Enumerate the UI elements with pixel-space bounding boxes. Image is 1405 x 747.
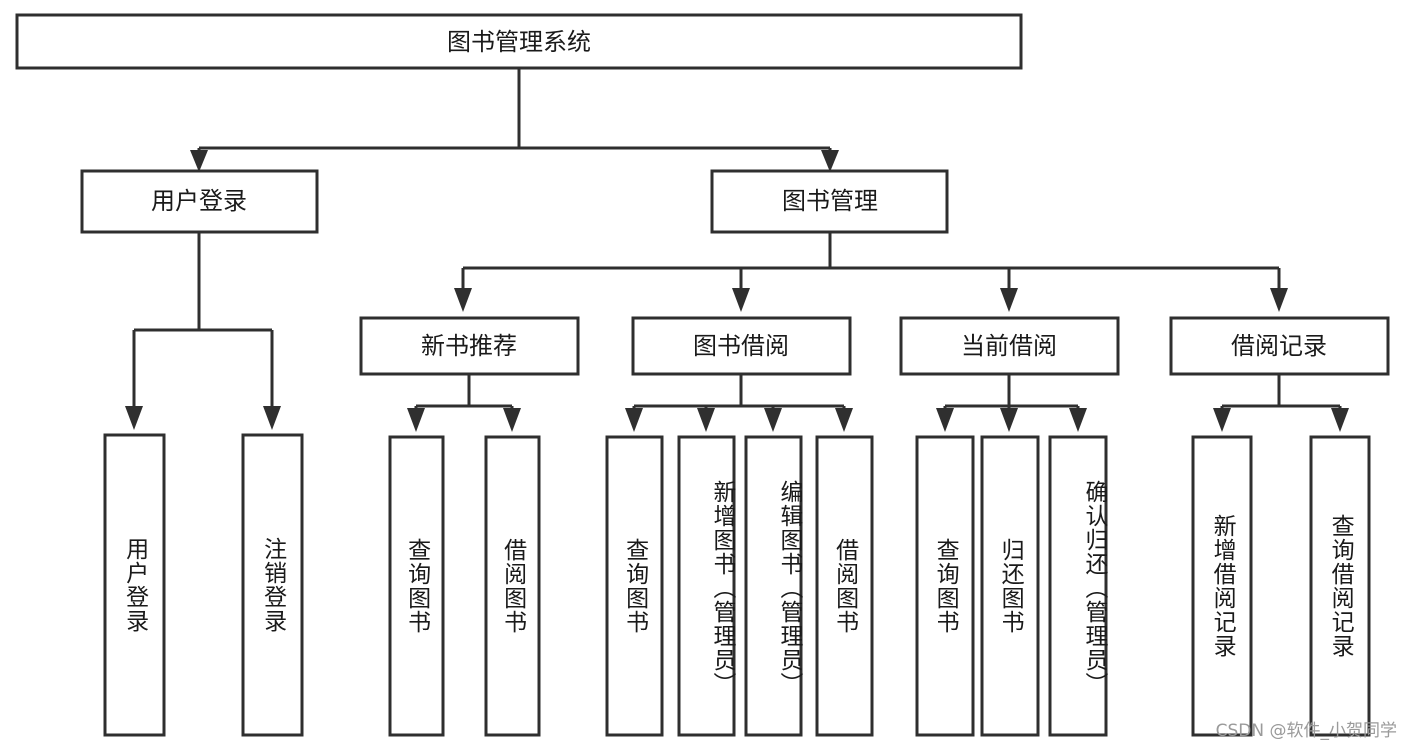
node-borrow-record[interactable]: 借阅记录 bbox=[1169, 316, 1390, 376]
arrow-icon-bookborrow-leaf-1 bbox=[625, 408, 643, 432]
arrow-icon-new-book bbox=[454, 288, 472, 312]
node-book-manage-box[interactable] bbox=[710, 169, 949, 234]
node-root[interactable]: 图书管理系统 bbox=[15, 13, 1023, 70]
arrow-icon-bookborrow-leaf-2 bbox=[697, 408, 715, 432]
node-book-manage-label: 图书管理 bbox=[782, 187, 878, 215]
leaf-box-query-borrow-record[interactable] bbox=[1309, 435, 1371, 737]
arrow-icon-currentborrow-leaf-3 bbox=[1069, 408, 1087, 432]
arrow-icon-bookborrow-leaf-4 bbox=[835, 408, 853, 432]
arrow-icon-newbook-leaf-1 bbox=[407, 408, 425, 432]
node-user-login-box[interactable] bbox=[80, 169, 319, 234]
leaf-box-borrow-book-a[interactable] bbox=[484, 435, 541, 737]
node-book-borrow[interactable]: 图书借阅 bbox=[631, 316, 852, 376]
arrow-icon-borrowrecord-leaf-1 bbox=[1213, 408, 1231, 432]
leaf-box-query-book-a[interactable] bbox=[388, 435, 445, 737]
node-current-borrow-label: 当前借阅 bbox=[961, 332, 1057, 360]
leaf-box-query-book-c[interactable] bbox=[915, 435, 975, 737]
leaf-box-add-borrow-record[interactable] bbox=[1191, 435, 1253, 737]
arrow-icon-book-borrow bbox=[732, 288, 750, 312]
arrow-icon-current-borrow bbox=[1000, 288, 1018, 312]
node-user-login-label: 用户登录 bbox=[151, 187, 247, 215]
leaf-box-return-book[interactable] bbox=[980, 435, 1040, 737]
csdn-watermark: CSDN @软件_小贺同学 bbox=[1215, 721, 1397, 741]
arrow-icon-bookborrow-leaf-3 bbox=[764, 408, 782, 432]
node-root-label: 图书管理系统 bbox=[447, 28, 591, 56]
node-book-borrow-box[interactable] bbox=[631, 316, 852, 376]
arrow-icon-user-login bbox=[190, 150, 208, 172]
leaf-box-user-login[interactable] bbox=[103, 433, 166, 737]
node-new-book-recommend[interactable]: 新书推荐 bbox=[359, 316, 580, 376]
node-user-login[interactable]: 用户登录 bbox=[80, 169, 319, 234]
node-current-borrow-box[interactable] bbox=[899, 316, 1120, 376]
leaf-box-query-book-b[interactable] bbox=[605, 435, 664, 737]
leaf-box-edit-book-admin[interactable] bbox=[744, 435, 803, 737]
connector-layer bbox=[125, 68, 1349, 432]
node-book-manage[interactable]: 图书管理 bbox=[710, 169, 949, 234]
leaf-box-add-book-admin[interactable] bbox=[677, 435, 736, 737]
leaf-box-confirm-return-admin[interactable] bbox=[1048, 435, 1108, 737]
arrow-icon-user-leaf-1 bbox=[125, 406, 143, 430]
leaf-box-borrow-book-b[interactable] bbox=[815, 435, 874, 737]
node-root-box[interactable] bbox=[15, 13, 1023, 70]
node-borrow-record-label: 借阅记录 bbox=[1231, 332, 1327, 360]
node-borrow-record-box[interactable] bbox=[1169, 316, 1390, 376]
node-new-book-recommend-box[interactable] bbox=[359, 316, 580, 376]
arrow-icon-currentborrow-leaf-2 bbox=[1000, 408, 1018, 432]
leaf-box-logout[interactable] bbox=[241, 433, 304, 737]
arrow-icon-user-leaf-2 bbox=[263, 406, 281, 430]
node-book-borrow-label: 图书借阅 bbox=[693, 332, 789, 360]
arrow-icon-newbook-leaf-2 bbox=[503, 408, 521, 432]
arrow-icon-book-manage bbox=[821, 150, 839, 172]
node-current-borrow[interactable]: 当前借阅 bbox=[899, 316, 1120, 376]
arrow-icon-currentborrow-leaf-1 bbox=[936, 408, 954, 432]
node-new-book-recommend-label: 新书推荐 bbox=[421, 332, 517, 360]
arrow-icon-borrowrecord-leaf-2 bbox=[1331, 408, 1349, 432]
arrow-icon-borrow-record bbox=[1270, 288, 1288, 312]
